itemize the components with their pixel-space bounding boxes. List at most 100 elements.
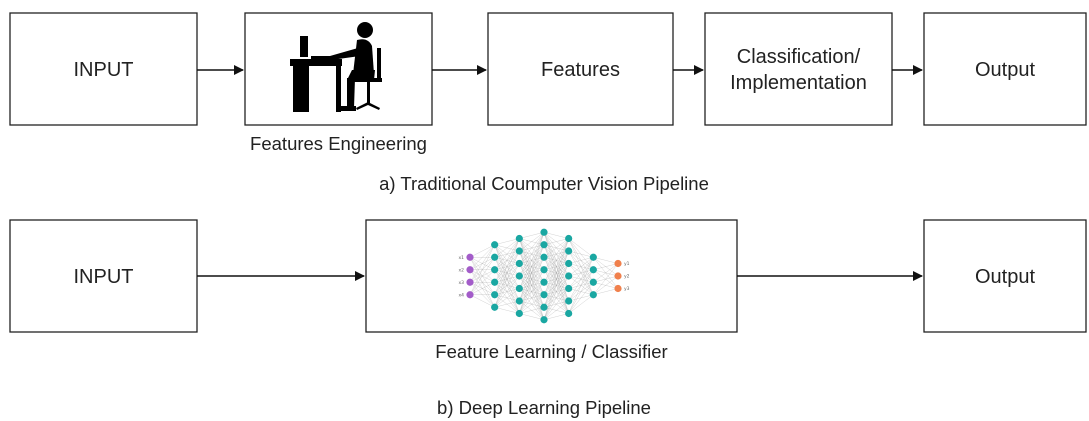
network-hidden-node [515,234,523,243]
network-hidden-node [589,253,597,261]
network-connection [543,238,569,258]
classification-implementation-box [704,12,893,126]
network-connection [494,238,520,283]
network-connection [494,238,520,295]
network-connection [543,288,569,320]
network-connection [543,238,569,270]
network-connection [593,263,619,283]
network-connection [519,269,545,314]
network-connection [519,232,545,302]
features-engineering-caption: Features Engineering [250,133,427,154]
network-output-label: y2 [624,274,630,280]
network-connection [469,257,495,295]
network-connection [543,250,569,320]
network-hidden-node [491,266,499,274]
network-connection [593,263,619,295]
network-connection [469,269,495,295]
network-connection [543,238,569,320]
network-connection [568,250,594,258]
feature-learning-caption: Feature Learning / Classifier [435,341,667,362]
feature-learning-classifier-box [365,219,738,333]
network-connection [568,282,594,314]
network-output-label: y3 [624,286,630,292]
network-connection [519,232,545,252]
network-connection [568,294,594,314]
classification-label: Classification/ [737,46,861,68]
network-hidden-node [540,228,548,236]
network-connection [543,238,569,295]
network-connection [494,238,520,308]
network-connection [469,282,495,295]
features-label: Features [541,59,620,81]
network-hidden-node [491,278,499,286]
network-output-node [614,259,622,268]
network-hidden-node [515,247,523,255]
network-connection [519,313,545,320]
output-label-top: Output [975,59,1035,81]
network-connection [494,288,520,308]
network-connection [469,244,495,258]
network-input-node [466,291,474,299]
network-connection [568,257,594,314]
network-connection [543,238,569,308]
network-hidden-node [589,291,597,299]
network-hidden-node [565,247,573,255]
network-output-label: y1 [624,261,630,267]
network-connection [494,238,520,258]
network-hidden-node [540,316,548,324]
output-box-top [923,12,1087,126]
network-connection [568,238,594,258]
network-hidden-node [515,259,523,268]
network-connection [469,244,495,270]
network-connection [519,244,545,314]
network-hidden-node [540,241,548,249]
network-connection [494,275,520,308]
network-connection [494,300,520,308]
network-connection [568,269,594,314]
network-connection [543,238,569,245]
network-connection [519,232,545,239]
traditional-pipeline-caption: a) Traditional Coumputer Vision Pipeline [379,173,709,194]
network-connection [494,307,520,314]
person-at-computer-desk-icon [290,22,382,112]
network-hidden-node [515,284,523,293]
network-connection [568,257,594,289]
network-connection [494,238,520,245]
output-label-bottom: Output [975,266,1035,288]
network-connection [519,257,545,314]
network-input-label: x1 [458,255,464,261]
network-connection [469,244,495,295]
network-hidden-node [589,278,597,286]
network-hidden-node [540,266,548,274]
network-connection [543,275,569,320]
network-connection [519,294,545,314]
input-box-bottom [9,219,198,333]
network-connection [568,257,594,264]
network-hidden-node [491,241,499,249]
network-connection [593,275,619,295]
network-connection [543,313,569,320]
network-hidden-node [540,253,548,261]
network-connection [519,232,545,264]
network-hidden-node [565,284,573,293]
network-hidden-node [565,259,573,268]
network-hidden-node [515,309,523,318]
network-hidden-node [491,253,499,261]
network-connection [593,288,619,295]
implementation-label: Implementation [730,72,867,94]
network-connection [519,232,545,289]
input-box-top [9,12,198,126]
input-label-bottom: INPUT [74,266,134,288]
network-input-label: x3 [458,280,464,286]
network-connection [494,238,520,270]
network-connection [543,238,569,283]
network-hidden-node [491,303,499,311]
network-hidden-node [515,297,523,305]
network-hidden-node [565,272,573,280]
network-hidden-node [540,278,548,286]
network-connection [568,257,594,277]
network-connection [543,232,569,239]
network-hidden-node [491,291,499,299]
output-box-bottom [923,219,1087,333]
